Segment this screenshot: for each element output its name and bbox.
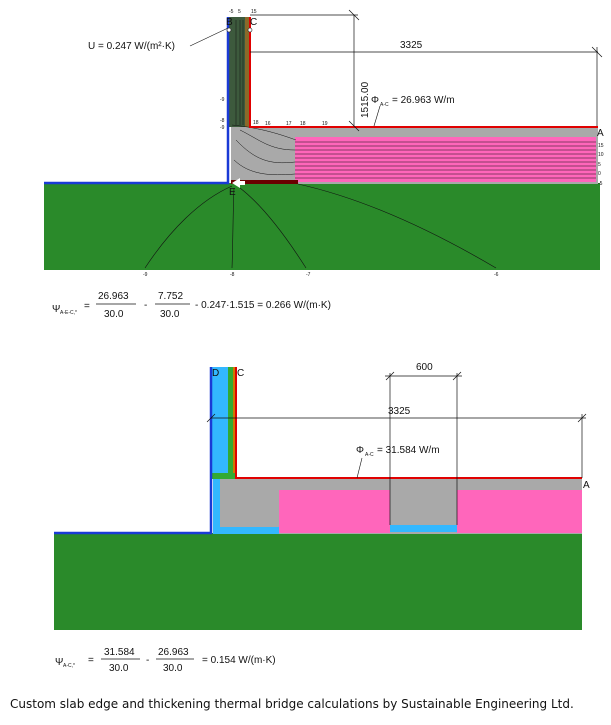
- top-point-B: B: [226, 17, 233, 28]
- top-ground-label-1: -8: [230, 272, 235, 278]
- top-wall-label-1: 5: [238, 9, 241, 15]
- top-ground: [44, 183, 600, 270]
- thermal-bridge-diagram: 1515.00 3325 U = 0.247 W/(m²·K) Φ A-C = …: [44, 9, 604, 674]
- top-slab-label-4: 19: [322, 121, 328, 127]
- top-eq-minus: -: [144, 300, 147, 311]
- top-wall: [228, 17, 250, 127]
- bottom-eq-num2: 26.963: [158, 647, 189, 658]
- top-dim-1515: 1515.00: [360, 81, 371, 118]
- top-right-label-3: 0: [598, 171, 601, 177]
- bottom-point-D: D: [212, 368, 219, 379]
- bottom-eq-den2: 30.0: [163, 663, 183, 674]
- top-side-label-1: -8: [220, 118, 225, 124]
- bottom-eq-psi-sub: A-C,*: [63, 663, 75, 669]
- bottom-ground: [54, 533, 582, 630]
- bottom-wall-green: [228, 367, 233, 473]
- bottom-red-boundary: [235, 367, 582, 479]
- top-dim-3325: 3325: [400, 40, 423, 51]
- top-slab-edge: [231, 180, 298, 184]
- bottom-cyan-left: [213, 527, 279, 534]
- bottom-eq-rest: = 0.154 W/(m·K): [202, 655, 276, 666]
- bottom-point-C: C: [237, 368, 244, 379]
- top-eq-equals: =: [84, 301, 90, 312]
- top-point-C: C: [250, 17, 257, 28]
- top-wall-label-2: 15: [251, 9, 257, 15]
- top-eq-num1: 26.963: [98, 291, 129, 302]
- top-right-label-0: 15: [598, 143, 604, 149]
- bottom-eq-den1: 30.0: [109, 663, 129, 674]
- top-eq-den2: 30.0: [160, 309, 180, 320]
- top-isotherms: [231, 20, 596, 179]
- top-model: 1515.00 3325 U = 0.247 W/(m²·K) Φ A-C = …: [44, 9, 604, 278]
- top-phi-symbol: Φ: [371, 95, 379, 106]
- figure-caption: Custom slab edge and thickening thermal …: [10, 697, 574, 711]
- top-right-label-4: -5: [598, 181, 603, 187]
- top-right-label-2: 5: [598, 162, 601, 168]
- bottom-phi-value: = 31.584 W/m: [377, 445, 440, 456]
- bottom-insulation-1: [279, 490, 390, 533]
- top-eq-psi: Ψ: [52, 304, 60, 315]
- top-u-value: U = 0.247 W/(m²·K): [88, 41, 175, 52]
- top-equation: Ψ A-E-C,* = 26.963 30.0 - 7.752 30.0 - 0…: [52, 291, 331, 320]
- bottom-cyan-mid: [390, 525, 457, 532]
- top-ground-label-3: -6: [494, 272, 499, 278]
- top-red-boundary: [249, 17, 598, 128]
- bottom-wall-orange: [233, 367, 236, 477]
- top-phi-value: = 26.963 W/m: [392, 95, 455, 106]
- bottom-phi-sub: A-C: [365, 452, 374, 458]
- bottom-eq-psi: Ψ: [55, 657, 63, 668]
- top-eq-rest: - 0.247·1.515 = 0.266 W/(m·K): [195, 300, 331, 311]
- top-point-E: E: [229, 187, 236, 198]
- top-slab-label-0: 18: [253, 120, 259, 126]
- bottom-blue-boundary: [54, 367, 213, 535]
- top-eq-num2: 7.752: [158, 291, 183, 302]
- bottom-eq-minus: -: [146, 655, 149, 666]
- top-ground-isotherms: [144, 183, 497, 269]
- bottom-eq-equals: =: [88, 655, 94, 666]
- bottom-dim-3325: 3325: [388, 406, 411, 417]
- bottom-wall-cyan: [211, 367, 228, 473]
- top-side-label-2: -9: [220, 125, 225, 131]
- top-insulation: [295, 137, 596, 182]
- bottom-eq-num1: 31.584: [104, 647, 135, 658]
- top-slab-label-1: 16: [265, 121, 271, 127]
- bottom-wall-base: [211, 473, 236, 479]
- bottom-model: 600 3325 Φ A-C = 31.584 W/m D C A: [54, 362, 590, 630]
- top-arrow-icon: [232, 178, 245, 188]
- bottom-insulation-2: [457, 490, 582, 533]
- top-slab-label-3: 18: [300, 121, 306, 127]
- bottom-cyan-side: [213, 478, 220, 533]
- bottom-dim-600: 600: [416, 362, 433, 373]
- top-point-A: A: [597, 128, 604, 139]
- top-right-label-1: 10: [598, 152, 604, 158]
- top-eq-den1: 30.0: [104, 309, 124, 320]
- top-phi-sub: A-C: [380, 102, 389, 108]
- bottom-phi-symbol: Φ: [356, 445, 364, 456]
- bottom-equation: Ψ A-C,* = 31.584 30.0 - 26.963 30.0 = 0.…: [55, 647, 276, 674]
- top-side-label-0: -9: [220, 97, 225, 103]
- top-eq-psi-sub: A-E-C,*: [60, 310, 77, 316]
- top-wall-inner: [245, 17, 250, 127]
- top-slab-label-2: 17: [286, 121, 292, 127]
- bottom-point-A: A: [583, 480, 590, 491]
- top-ground-label-0: -9: [143, 272, 148, 278]
- top-wall-label-0: -5: [229, 9, 234, 15]
- top-ground-label-2: -7: [306, 272, 311, 278]
- top-blue-boundary: [44, 17, 230, 185]
